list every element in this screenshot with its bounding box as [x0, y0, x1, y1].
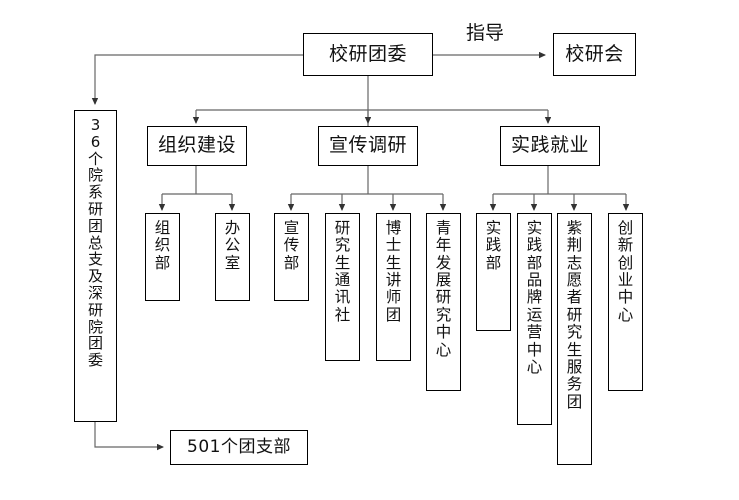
node-unit-youth-development-research-center[interactable]: 青年发展研究中心: [426, 213, 461, 391]
node-label: 校研团委: [328, 42, 407, 65]
node-label: 研究生通讯社: [334, 219, 351, 324]
node-label: 办公室: [224, 219, 241, 272]
node-unit-general-office[interactable]: 办公室: [215, 213, 250, 301]
node-label: 宣传调研: [328, 134, 407, 157]
node-label: 校研会: [565, 42, 624, 65]
node-label: 实践部: [485, 219, 502, 272]
node-label: 创新创业中心: [617, 219, 634, 324]
node-unit-organization-dept[interactable]: 组织部: [145, 213, 180, 301]
node-unit-zijing-volunteer-graduate-service-group[interactable]: 紫荆志愿者研究生服务团: [557, 213, 592, 465]
node-unit-innovation-entrepreneurship-center[interactable]: 创新创业中心: [608, 213, 643, 391]
node-label: 组织部: [154, 219, 171, 272]
node-school-graduate-association[interactable]: 校研会: [553, 33, 636, 76]
node-label: 501个团支部: [187, 436, 291, 457]
node-unit-phd-lecturer-group[interactable]: 博士生讲师团: [376, 213, 411, 361]
node-label: 宣传部: [283, 219, 300, 272]
node-department-organization-building[interactable]: 组织建设: [147, 126, 247, 166]
node-unit-graduate-news-agency[interactable]: 研究生通讯社: [325, 213, 360, 361]
node-label: 实践部品牌运营中心: [526, 219, 543, 376]
node-league-branch-count[interactable]: 501个团支部: [170, 430, 308, 465]
node-unit-publicity-dept[interactable]: 宣传部: [274, 213, 309, 301]
node-department-publicity-research[interactable]: 宣传调研: [318, 126, 418, 166]
node-label: 博士生讲师团: [385, 219, 402, 324]
node-label: 青年发展研究中心: [435, 219, 452, 359]
node-department-practice-employment[interactable]: 实践就业: [500, 126, 600, 166]
node-label: 紫荆志愿者研究生服务团: [566, 219, 583, 411]
node-unit-practice-dept[interactable]: 实践部: [476, 213, 511, 331]
node-label: 组织建设: [157, 134, 236, 157]
node-unit-practice-brand-operation-center[interactable]: 实践部品牌运营中心: [517, 213, 552, 425]
edge-label-guidance: 指导: [466, 22, 505, 44]
node-school-graduate-youth-league[interactable]: 校研团委: [303, 33, 433, 76]
node-label: 实践就业: [510, 134, 589, 157]
